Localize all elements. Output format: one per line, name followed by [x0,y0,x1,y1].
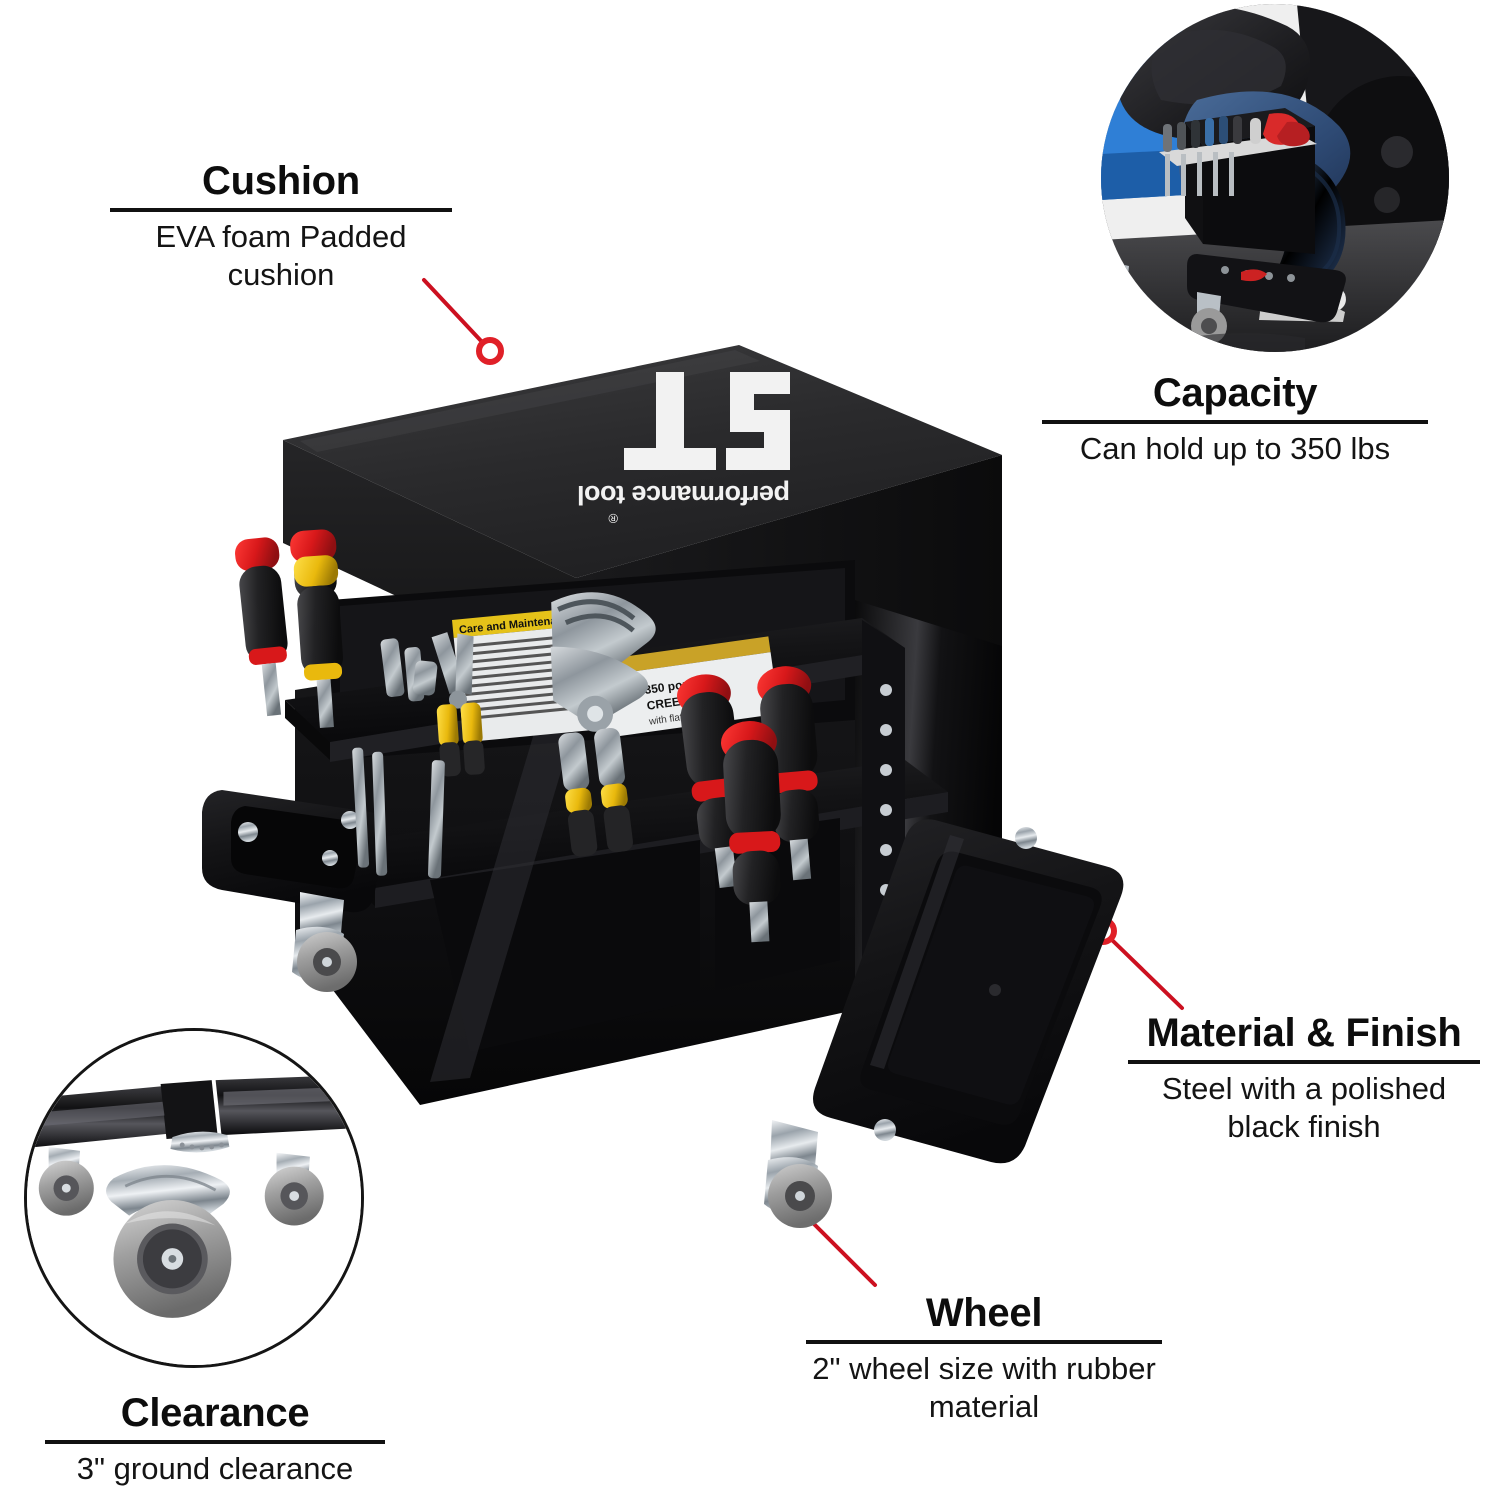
callout-capacity-title: Capacity [1152,371,1318,415]
right-oval-tray [813,819,1124,1164]
callout-cushion-rule [110,208,452,212]
clearance-photo [24,1028,364,1368]
callout-material-rule [1128,1060,1480,1064]
callout-clearance: Clearance 3" ground clearance [45,1392,385,1488]
svg-text:performance tool: performance tool [577,480,790,510]
leader-cushion [422,278,504,365]
callout-material-title: Material & Finish [1146,1011,1462,1055]
callout-material-body: Steel with a polished black finish [1161,1071,1447,1144]
callout-wheel-title: Wheel [925,1291,1043,1335]
clearance-photo-art [27,1031,361,1365]
callout-capacity: Capacity Can hold up to 350 lbs [1042,372,1428,468]
capacity-photo-art [1101,4,1449,352]
callout-cushion: Cushion EVA foam Padded cushion [110,160,452,294]
groove-joint-pliers [550,592,656,857]
callout-cushion-title: Cushion [202,159,360,203]
callout-wheel-body: 2" wheel size with rubber material [812,1351,1156,1424]
callout-wheel: Wheel 2" wheel size with rubber material [806,1292,1162,1426]
callout-clearance-title: Clearance [120,1391,310,1435]
tools-right-group [677,666,820,943]
caster-front-right [764,1120,832,1228]
capacity-photo [1101,4,1449,352]
callout-capacity-rule [1042,420,1428,424]
callout-capacity-body: Can hold up to 350 lbs [1079,431,1391,466]
caster-front-left [292,892,357,992]
callout-material: Material & Finish Steel with a polished … [1128,1012,1480,1146]
left-oval-tray [202,790,387,913]
callout-cushion-body: EVA foam Padded cushion [155,219,407,292]
tools-left-group [235,529,485,879]
svg-text:®: ® [608,511,618,526]
callout-wheel-rule [806,1340,1162,1344]
callout-clearance-body: 3" ground clearance [76,1451,354,1486]
callout-clearance-rule [45,1440,385,1444]
